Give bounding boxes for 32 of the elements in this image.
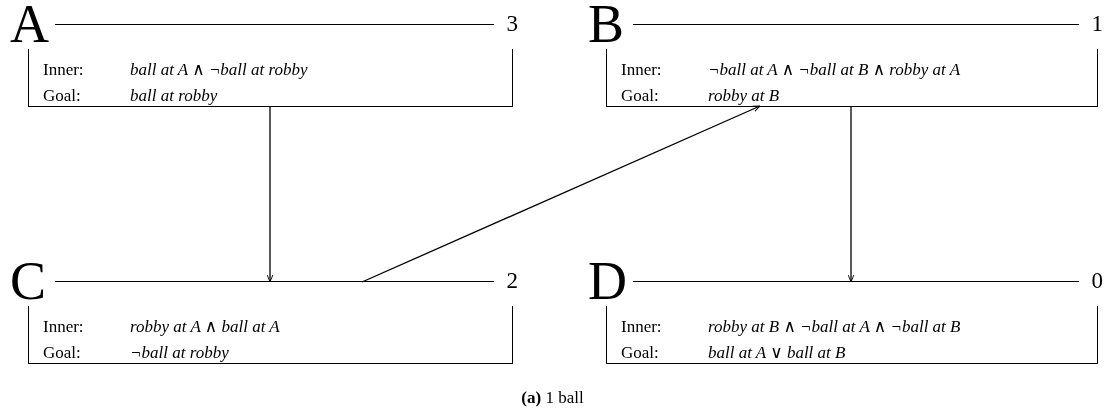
state-letter: D	[588, 254, 627, 308]
row-label: Goal:	[43, 342, 82, 364]
formula-text: ¬ball at A ∧ ¬ball at B ∧ robby at A	[708, 59, 961, 81]
state-node	[10, 262, 518, 364]
arrow	[361, 105, 761, 283]
row-label: Inner:	[621, 59, 663, 81]
caption: (a) 1 ball	[521, 388, 584, 407]
row-label: Goal:	[43, 85, 82, 107]
state-number: 2	[506, 268, 518, 294]
formula-text: robby at B	[708, 85, 780, 107]
row-label: Inner:	[43, 59, 85, 81]
formula-text: ball at A ∨ ball at B	[708, 342, 846, 364]
row-label: Inner:	[621, 316, 663, 338]
state-number: 3	[506, 11, 518, 37]
formula-text: robby at A ∧ ball at A	[130, 316, 280, 338]
formula-text: ¬ball at robby	[130, 342, 229, 364]
state-node	[588, 5, 1103, 107]
formula-text: ball at A ∧ ¬ball at robby	[130, 59, 308, 81]
state-node	[10, 5, 518, 107]
state-letter: C	[10, 254, 47, 308]
state-number: 1	[1091, 11, 1103, 37]
arrow	[266, 105, 274, 283]
row-label: Goal:	[621, 342, 660, 364]
formula-text: robby at B ∧ ¬ball at A ∧ ¬ball at B	[708, 316, 961, 338]
formula-text: ball at robby	[130, 85, 218, 107]
row-label: Goal:	[621, 85, 660, 107]
arrow	[847, 105, 855, 283]
state-number: 0	[1091, 268, 1103, 294]
state-letter: A	[10, 0, 49, 51]
row-label: Inner:	[43, 316, 85, 338]
state-letter: B	[588, 0, 625, 51]
state-node	[588, 262, 1103, 364]
